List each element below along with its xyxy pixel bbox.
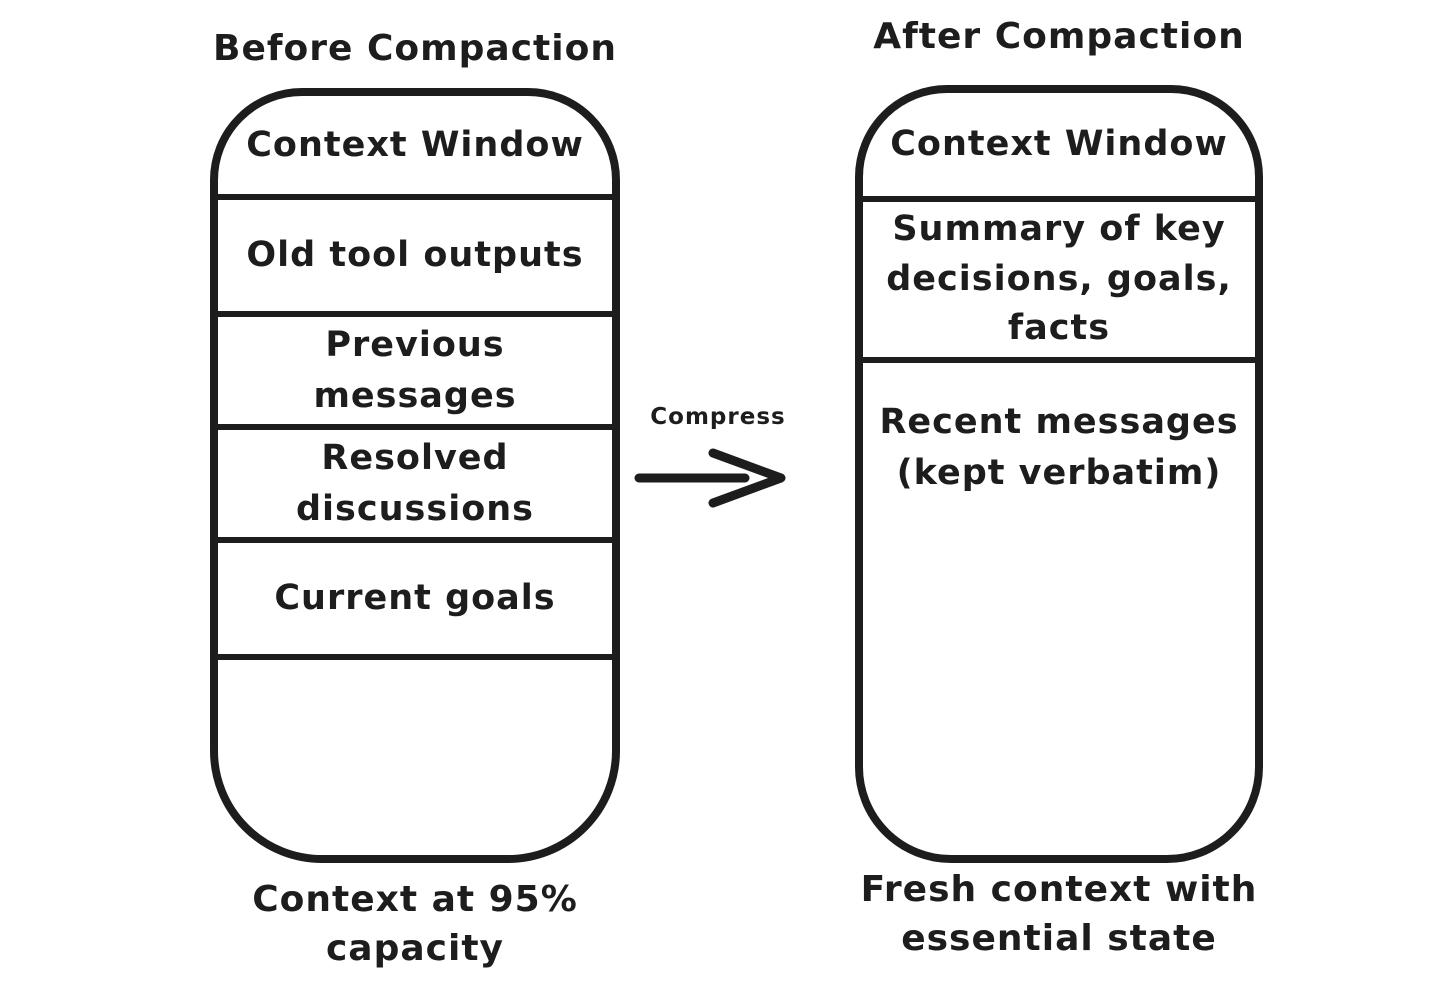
section-recent-messages: Recent messages (kept verbatim) bbox=[879, 402, 1239, 493]
after-context-window-box: Context Window Summary of key decisions,… bbox=[855, 85, 1263, 863]
compress-label: Compress bbox=[650, 404, 786, 430]
section-current-goals: Current goals bbox=[218, 543, 612, 660]
after-box-header: Context Window bbox=[863, 93, 1255, 202]
after-caption: Fresh context with essential state bbox=[860, 869, 1258, 959]
before-compaction-title: Before Compaction bbox=[213, 28, 617, 69]
before-box-header: Context Window bbox=[218, 96, 612, 200]
section-previous-messages: Previous messages bbox=[218, 317, 612, 430]
after-compaction-title: After Compaction bbox=[873, 16, 1245, 57]
section-resolved-discussions: Resolved discussions bbox=[218, 430, 612, 543]
section-old-tool-outputs: Old tool outputs bbox=[218, 200, 612, 317]
section-summary-of-key-decisions: Summary of key decisions, goals, facts bbox=[863, 202, 1255, 363]
before-caption: Context at 95% capacity bbox=[252, 879, 578, 969]
before-empty-space bbox=[218, 660, 612, 855]
compress-arrow-icon bbox=[633, 443, 793, 513]
before-context-window-box: Context Window Old tool outputs Previous… bbox=[210, 88, 620, 863]
